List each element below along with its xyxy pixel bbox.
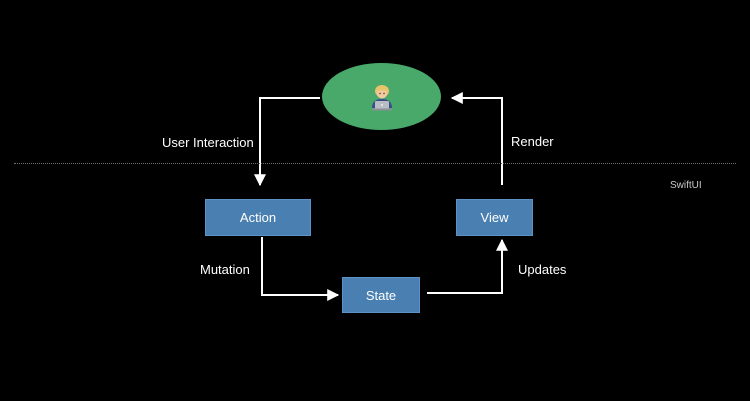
state-box: State (342, 277, 420, 313)
render-label: Render (511, 134, 554, 149)
arrow-view-to-user (450, 92, 503, 185)
view-box: View (456, 199, 533, 236)
user-node (322, 63, 441, 130)
person-at-laptop-icon (371, 84, 392, 110)
swiftui-region-label: SwiftUI (670, 180, 702, 191)
updates-label: Updates (518, 262, 567, 277)
user-interaction-label: User Interaction (162, 135, 254, 150)
arrow-state-to-view (427, 238, 508, 294)
action-box: Action (205, 199, 311, 236)
framework-divider (14, 163, 736, 164)
arrow-action-to-state (261, 237, 340, 301)
arrow-user-to-action (254, 97, 320, 187)
mutation-label: Mutation (200, 262, 250, 277)
